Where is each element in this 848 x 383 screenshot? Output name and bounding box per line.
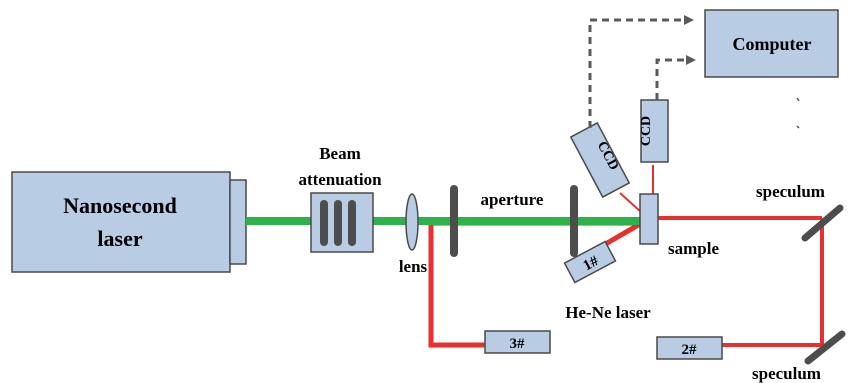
attenuator-plate-2 [334,200,342,246]
hene-laser-1: 1# [563,240,617,284]
label-3: 3# [510,336,526,352]
speculum-top-mirror [801,204,844,242]
lens-label: lens [399,257,428,276]
aperture-plate-right [570,185,578,257]
tick-mark-1 [796,97,800,102]
ccd-tilted-detector: CCD [569,121,631,199]
speculum-bottom-label: speculum [752,364,821,383]
attenuation-label-line2: attenuation [298,170,382,189]
attenuation-label-line1: Beam [319,144,361,163]
component-3-box [484,330,551,354]
tick-mark-2 [796,125,800,129]
laser-label-line1: Nanosecond [63,193,177,218]
laser-label-line2: laser [97,226,142,251]
aperture-plate-left [450,185,458,257]
red-thin-to-ccd-tilted [619,192,642,213]
computer-label: Computer [733,34,812,54]
ccd-vertical-label: CCD [639,116,654,146]
lens-shape [405,193,419,251]
speculum-bottom-mirror [804,330,846,365]
computer-box [704,9,839,78]
ccd-vertical-box [640,99,669,163]
ccd-tilted-box [569,121,631,199]
sample-label: sample [668,239,719,258]
dashed-link-ccd-vertical [655,55,696,100]
hene-laser-box [563,240,617,284]
red-beam-to-3 [428,222,485,348]
dashed-link-ccd-tilted [588,15,694,128]
aperture-label: aperture [481,190,544,209]
attenuator-plate-3 [348,200,356,246]
red-beam-from-hene [600,221,642,249]
hene-laser-label: He-Ne laser [565,303,651,322]
laser-output-port [229,179,247,265]
sample-box [639,193,659,245]
label-1: 1# [581,253,602,274]
speculum-top-label: speculum [756,182,825,201]
attenuator-plate-1 [320,200,328,246]
nanosecond-laser-box [11,171,231,273]
component-2-box [656,336,723,360]
label-2: 2# [682,342,698,358]
